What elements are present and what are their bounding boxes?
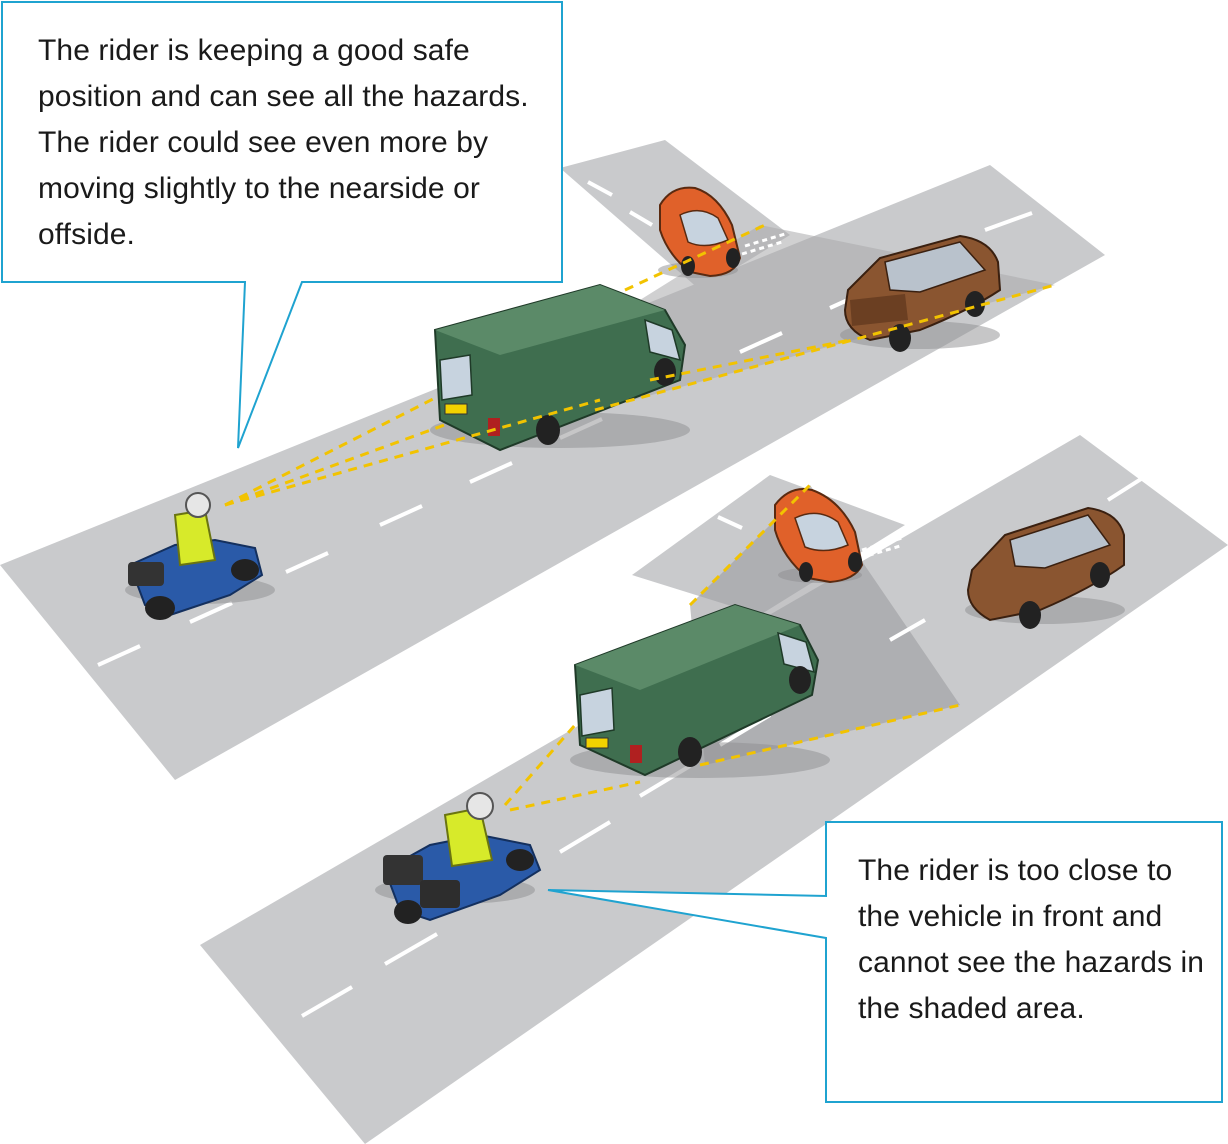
callout-top-text: The rider is keeping a good safe positio…	[38, 34, 529, 251]
bottom-giveway-lines	[859, 536, 903, 560]
bottom-sightlines	[503, 483, 961, 812]
callout-bottom-box	[547, 821, 1223, 1103]
bottom-scene	[200, 435, 1228, 1144]
callout-top	[1, 1, 563, 449]
top-sightlines	[224, 223, 1056, 507]
top-orange-car	[658, 186, 742, 278]
bottom-motorbike-rider	[375, 792, 542, 924]
callout-top-box	[1, 1, 563, 449]
bottom-brown-suv	[965, 506, 1125, 629]
top-motorbike-rider	[125, 492, 275, 620]
callout-bottom	[547, 821, 1223, 1103]
top-giveway-lines	[741, 232, 786, 256]
bottom-orange-car	[774, 488, 864, 584]
top-scene	[0, 140, 1105, 780]
callout-bottom-text: The rider is too close to the vehicle in…	[858, 854, 1205, 1025]
top-green-van	[430, 283, 690, 452]
bottom-green-van	[570, 603, 830, 778]
